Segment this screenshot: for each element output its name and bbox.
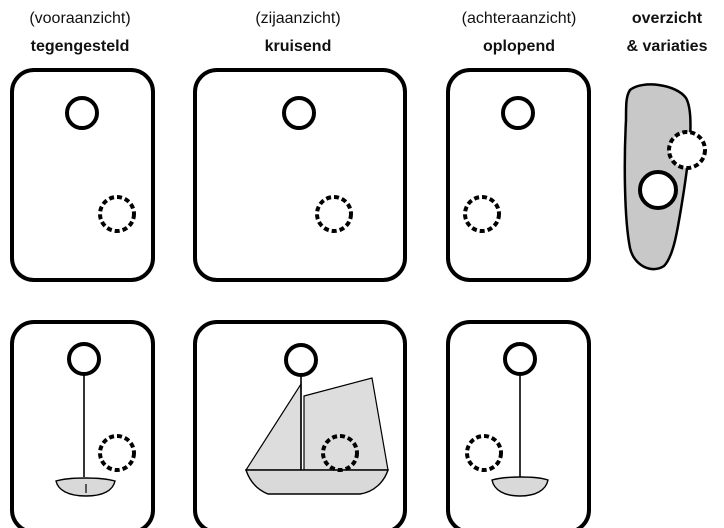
view-title-side: kruisend (265, 38, 332, 55)
panel-frame (446, 68, 591, 282)
view-title-front: tegengesteld (31, 38, 130, 55)
solid-circle-marker (282, 96, 316, 130)
dashed-circle-marker (667, 130, 707, 170)
solid-circle-marker (638, 170, 678, 210)
dashed-circle-marker (465, 434, 503, 472)
view-title-back: oplopend (483, 38, 555, 55)
header-front: (vooraanzicht) tegengesteld (29, 10, 130, 55)
solid-circle-marker (501, 96, 535, 130)
solid-circle-marker (65, 96, 99, 130)
solid-circle-marker (284, 343, 318, 377)
header-overview: overzicht & variaties (627, 10, 708, 55)
panel-side-top (193, 68, 407, 282)
view-label-side: (zijaanzicht) (255, 10, 340, 27)
overview-title-line1: overzicht (632, 10, 703, 27)
overview-title-line2: & variaties (627, 38, 708, 55)
panel-frame (10, 320, 155, 528)
panel-back-top (446, 68, 591, 282)
boat-hull (245, 469, 389, 495)
view-label-back: (achteraanzicht) (462, 10, 577, 27)
dashed-circle-marker (315, 195, 353, 233)
dashed-circle-marker (321, 434, 359, 472)
header-side: (zijaanzicht) kruisend (255, 10, 340, 55)
panel-front-bottom (10, 320, 155, 528)
overview-shape (623, 83, 707, 271)
header-back: (achteraanzicht) oplopend (462, 10, 577, 55)
view-label-front: (vooraanzicht) (29, 10, 130, 27)
dashed-circle-marker (98, 434, 136, 472)
panel-back-bottom (446, 320, 591, 528)
panel-side-bottom (193, 320, 407, 528)
solid-circle-marker (67, 342, 101, 376)
panel-frame (446, 320, 591, 528)
solid-circle-marker (503, 342, 537, 376)
dashed-circle-marker (98, 195, 136, 233)
panel-frame (10, 68, 155, 282)
boat-hull (491, 476, 549, 497)
panel-front-top (10, 68, 155, 282)
panel-frame (193, 68, 407, 282)
dashed-circle-marker (463, 195, 501, 233)
